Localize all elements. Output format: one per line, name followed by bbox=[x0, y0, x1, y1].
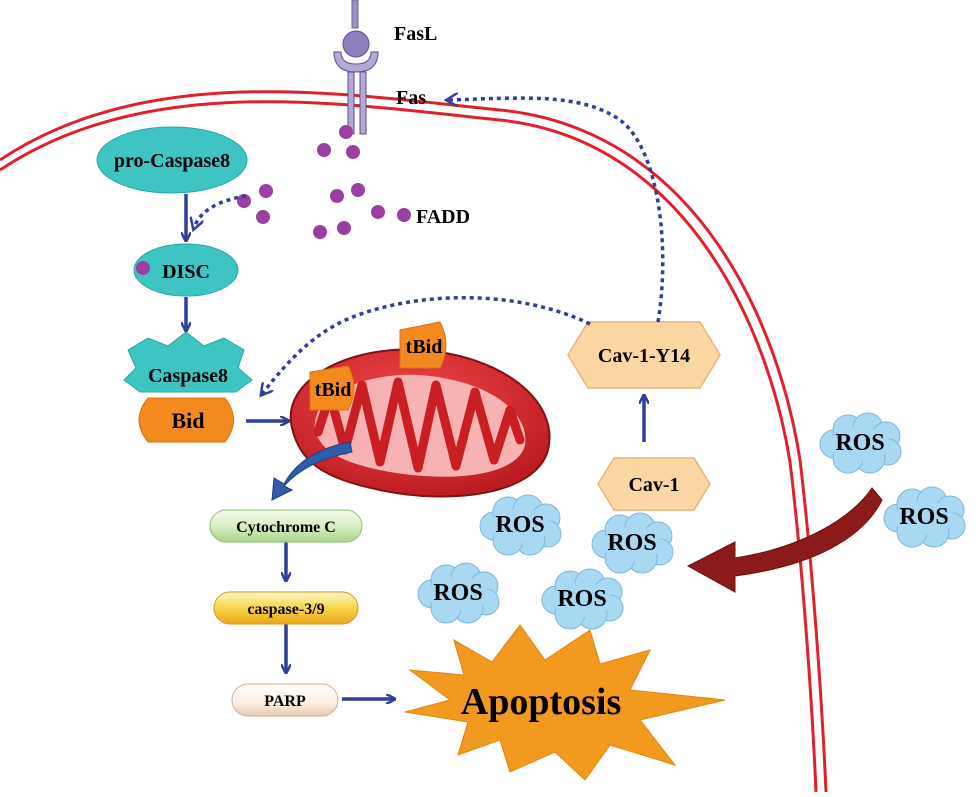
ros-cloud-3: ROS bbox=[417, 562, 500, 624]
cav1-y14-label: Cav-1-Y14 bbox=[598, 345, 690, 367]
cav1-node: Cav-1 bbox=[597, 457, 711, 511]
parp-label: PARP bbox=[264, 693, 306, 710]
fas-label: Fas bbox=[396, 87, 426, 109]
ros-label: ROS bbox=[557, 586, 606, 612]
apoptosis-label: Apoptosis bbox=[461, 681, 622, 723]
cytochrome-c-label: Cytochrome C bbox=[236, 519, 336, 536]
ros-entry-arrow bbox=[686, 487, 883, 593]
ros-cloud-1: ROS bbox=[479, 494, 562, 556]
tbid-top-label: tBid bbox=[406, 336, 443, 358]
mito-release-arrow bbox=[271, 441, 353, 501]
fasl-label: FasL bbox=[394, 23, 437, 45]
caspase-3-9-label: caspase-3/9 bbox=[247, 601, 324, 618]
apoptosis-burst: Apoptosis bbox=[404, 624, 726, 781]
arrow-cav1y14-to-bid bbox=[262, 296, 591, 394]
mitochondrion bbox=[289, 348, 551, 498]
tbid-left-node: tBid bbox=[309, 365, 355, 411]
caspase8-node: Caspase8 bbox=[123, 331, 253, 393]
ros-cloud-5: ROS bbox=[819, 412, 902, 474]
fadd-label: FADD bbox=[416, 206, 470, 228]
pro-caspase8-label: pro-Caspase8 bbox=[114, 150, 230, 172]
fas-receptor bbox=[333, 0, 379, 135]
parp-node: PARP bbox=[231, 683, 339, 717]
solid-arrows bbox=[186, 194, 644, 699]
caspase-3-9-node: caspase-3/9 bbox=[213, 591, 359, 625]
arrow-cav1y14-to-fas bbox=[448, 98, 665, 323]
ros-label: ROS bbox=[899, 504, 948, 530]
cytochrome-c-node: Cytochrome C bbox=[209, 509, 363, 543]
ros-cloud-2: ROS bbox=[591, 512, 674, 574]
fadd-molecules bbox=[237, 125, 411, 239]
disc-node: DISC bbox=[133, 243, 239, 297]
bid-node: Bid bbox=[138, 397, 234, 443]
ros-label: ROS bbox=[835, 430, 884, 456]
ros-cloud-6: ROS bbox=[883, 486, 966, 548]
ros-cloud-4: ROS bbox=[541, 568, 624, 630]
cav1-y14-node: Cav-1-Y14 bbox=[567, 321, 721, 389]
tbid-left-label: tBid bbox=[315, 379, 352, 401]
arrow-fadd-to-disc bbox=[194, 194, 247, 228]
ros-label: ROS bbox=[495, 512, 544, 538]
pro-caspase8-node: pro-Caspase8 bbox=[96, 126, 248, 194]
cav1-label: Cav-1 bbox=[628, 474, 679, 496]
dotted-arrows bbox=[194, 98, 665, 394]
caspase8-label: Caspase8 bbox=[148, 365, 228, 387]
ros-label: ROS bbox=[433, 580, 482, 606]
disc-label: DISC bbox=[162, 261, 210, 283]
ros-label: ROS bbox=[607, 530, 656, 556]
bid-label: Bid bbox=[171, 408, 204, 433]
tbid-top-node: tBid bbox=[399, 321, 447, 369]
cell-membrane bbox=[0, 90, 828, 793]
